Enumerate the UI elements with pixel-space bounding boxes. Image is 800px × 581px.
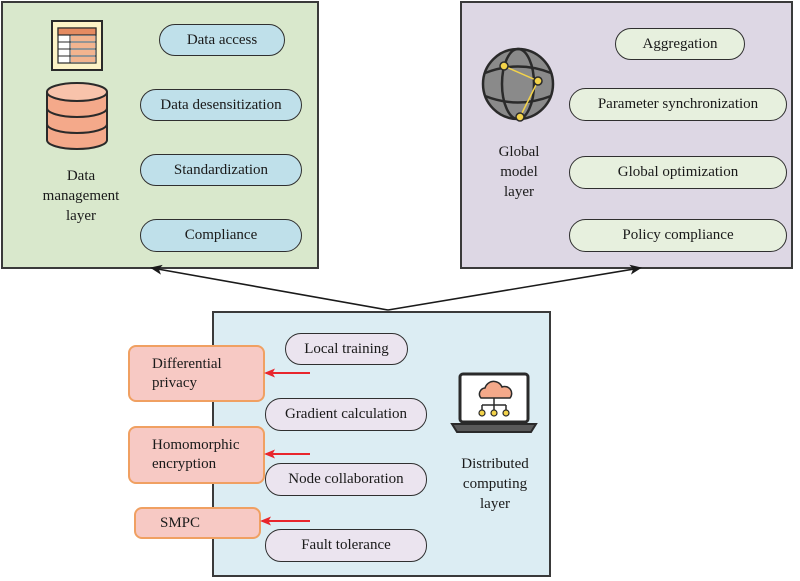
homomorphic-encryption-box: Homomorphic encryption <box>128 426 265 484</box>
label-line: layer <box>66 208 96 224</box>
label-line: model <box>500 164 538 180</box>
label-line: Global <box>498 144 540 160</box>
global-model-layer-label: Global model layer <box>474 142 564 202</box>
differential-privacy-box: Differential privacy <box>128 345 265 402</box>
flow-arrows <box>150 264 642 311</box>
label-line: layer <box>504 184 534 200</box>
smpc-box: SMPC <box>134 507 261 539</box>
local-training-pill: Local training <box>285 333 408 365</box>
laptop-cloud-icon <box>450 372 538 433</box>
parameter-synchronization-pill: Parameter synchronization <box>569 88 787 121</box>
database-icon <box>46 82 108 150</box>
data-access-pill: Data access <box>159 24 285 56</box>
label-line: management <box>42 188 120 204</box>
privacy-arrows <box>260 368 310 526</box>
gradient-calculation-pill: Gradient calculation <box>265 398 427 431</box>
global-optimization-pill: Global optimization <box>569 156 787 189</box>
policy-compliance-pill: Policy compliance <box>569 219 787 252</box>
standardization-pill: Standardization <box>140 154 302 186</box>
spreadsheet-icon <box>51 20 103 71</box>
label-line: Differential <box>152 355 222 372</box>
globe-network-icon <box>481 47 555 122</box>
label-line: encryption <box>152 456 217 472</box>
data-desensitization-pill: Data desensitization <box>140 89 302 121</box>
label-line: computing <box>462 476 528 492</box>
arrow-to-global-layer <box>387 264 642 311</box>
arrow-to-data-layer <box>150 264 389 311</box>
label-line: Homomorphic <box>152 437 240 453</box>
label-line: Data <box>66 168 96 184</box>
distributed-computing-layer-label: Distributed computing layer <box>440 454 550 514</box>
label-line: layer <box>480 496 510 512</box>
label-line: Distributed <box>461 456 529 472</box>
label-line: SMPC <box>160 514 201 531</box>
compliance-pill: Compliance <box>140 219 302 252</box>
fault-tolerance-pill: Fault tolerance <box>265 529 427 562</box>
label-line: privacy <box>152 374 197 391</box>
node-collaboration-pill: Node collaboration <box>265 463 427 496</box>
data-management-layer-label: Data management layer <box>26 166 136 226</box>
aggregation-pill: Aggregation <box>615 28 745 60</box>
